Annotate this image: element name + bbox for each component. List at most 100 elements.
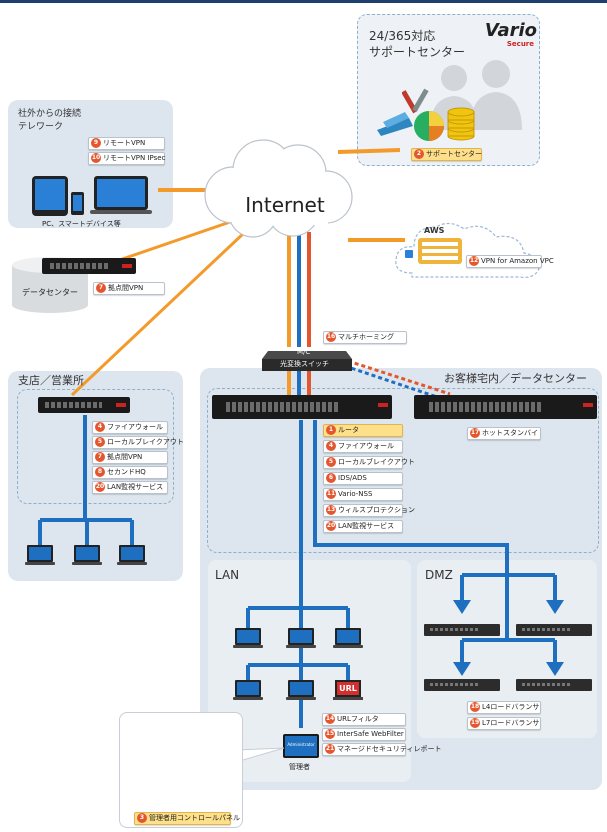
label-text: ウィルスプロテクション [338,506,415,514]
label-number: 21 [325,744,335,754]
label-text: ローカルブレイクアウト [107,438,184,446]
label-number: 3 [137,813,147,823]
dmz-server-4 [516,679,592,691]
admin-control-panel-callout [119,712,243,828]
label-text: ホットスタンバイ [482,429,538,437]
mc-switch-icon [262,351,352,371]
label-number: 20 [95,482,105,492]
mc-switch-label-line1: M/C [297,348,311,356]
dmz-trunk [313,420,509,575]
label-text: IDS/ADS [338,474,367,482]
dmz-server-2 [516,624,592,636]
label-number: 5 [95,437,105,447]
dmz-lines [460,573,557,662]
label-text: Vario-NSS [338,490,373,498]
link-support [337,148,401,154]
coins-icon [447,107,475,141]
remote-title-line1: 社外からの接続 [18,109,82,119]
label-text: LAN監視サービス [107,483,164,491]
admin-callout-pointer [236,747,285,763]
label-number: 19 [470,718,480,728]
internet-label: Internet [245,193,325,217]
link-hot-standby-red [347,359,451,396]
tablet-icon [32,176,68,216]
support-title-line2: サポートセンター [369,45,466,59]
laptop-icon [90,176,152,216]
lan-row1 [246,606,350,628]
admin-caption: 管理者 [289,763,310,771]
remote-device-caption: PC、スマートデバイス等 [42,220,121,228]
label-number: 14 [325,714,335,724]
branch-device-zone [17,389,174,504]
label-text: L4ロードバランサ [482,703,540,711]
link-datacenter [107,220,231,266]
label-number: 7 [96,283,106,293]
link-hot-standby-blue [344,364,441,400]
lan-pc-5 [286,680,316,702]
lan-pc-2 [286,628,316,650]
label-number: 8 [95,467,105,477]
label-text: ファイアウォール [107,423,163,431]
label-number: 7 [95,452,105,462]
support-center-panel [357,14,540,166]
label-number: 1 [326,425,336,435]
branch-title: 支店／営業所 [18,374,84,387]
admin-screen-text: Administrator [287,742,315,747]
label-number: 6 [326,473,336,483]
admin-pc-icon: Administrator [283,734,319,758]
tools-icon [402,88,429,114]
link-branch [70,230,247,397]
url-badge-text: URL [339,684,357,693]
aws-title: AWS [424,226,445,235]
lan-title: LAN [215,568,240,582]
lan-pc-3 [333,628,363,650]
branch-pc-2 [72,545,102,567]
mc-switch-label-line2: 光変換スイッチ [280,360,329,368]
datacenter-caption: データセンター [22,288,78,297]
branch-router-icon [38,397,130,413]
dmz-server-1 [424,624,500,636]
label-text: 拠点間VPN [107,453,143,461]
support-title-line1: 24/365対応 [369,29,436,43]
lan-pc-4 [233,680,263,702]
label-number: 18 [470,702,480,712]
label-text: LAN監視サービス [338,522,395,530]
label-text: マルチホーミング [338,333,394,341]
logo-sub-text: Secure [506,40,534,48]
customer-title: お客様宅内／データセンター [444,372,587,385]
label-text: サポートセンター [426,150,482,158]
label-text: VPN for Amazon VPC [481,257,554,265]
label-text: ルータ [338,426,359,434]
vario-secure-logo: Vario Secure [481,22,537,56]
aws-instance-icon [418,238,462,264]
aws-cloud [395,222,540,278]
label-text: リモートVPN [103,139,146,147]
label-text: 拠点間VPN [108,284,144,292]
label-number: 12 [469,256,479,266]
label-number: 4 [95,422,105,432]
label-text: リモートVPN IPsec [103,154,166,162]
lan-pc-1 [233,628,263,650]
logo-main-text: Vario [484,20,537,41]
label-number: 2 [414,149,424,159]
